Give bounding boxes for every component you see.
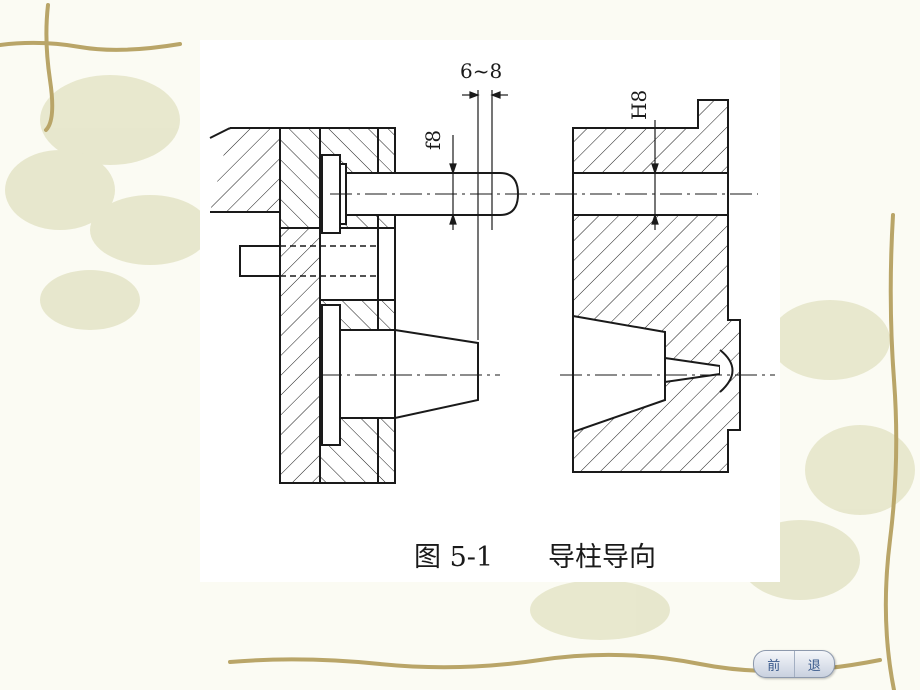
mold-guide-drawing: 6~8 f8 H8 xyxy=(209,59,775,484)
leaf-cluster-top-left xyxy=(5,75,210,330)
dimension-lines xyxy=(449,90,659,340)
dim-clearance-label: 6~8 xyxy=(460,59,502,83)
left-mold-half xyxy=(209,127,520,484)
back-button[interactable]: 退 xyxy=(807,658,821,674)
fit-bushing-label: H8 xyxy=(627,90,651,120)
previous-button[interactable]: 前 xyxy=(754,651,795,677)
figure-caption-number: 图 5-1 xyxy=(414,542,494,573)
vine-right xyxy=(883,213,899,690)
vine-top-left xyxy=(0,3,182,132)
figure-panel: 6~8 f8 H8 xyxy=(200,40,780,582)
center-lines xyxy=(320,193,775,376)
right-mold-half xyxy=(572,99,741,473)
slide-navigation: 前 退 xyxy=(753,650,835,678)
fit-pillar-label: f8 xyxy=(421,130,445,150)
figure-caption-title: 导柱导向 xyxy=(548,542,656,573)
